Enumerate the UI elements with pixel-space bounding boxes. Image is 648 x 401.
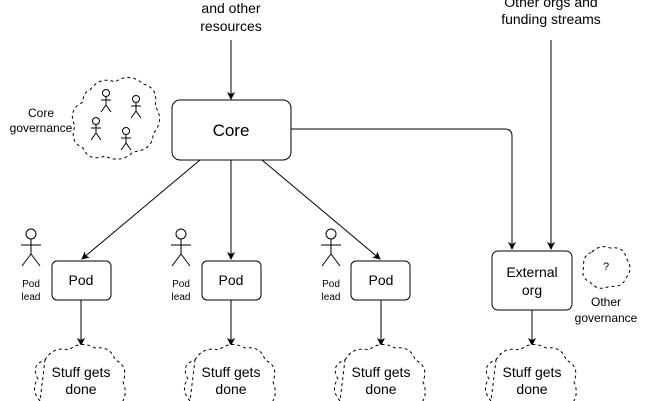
svg-text:Other orgs and: Other orgs and — [504, 0, 597, 10]
svg-text:done: done — [365, 381, 396, 397]
core-to-external-arrow — [291, 128, 516, 250]
svg-text:Pod: Pod — [369, 272, 394, 288]
svg-text:Pod: Pod — [69, 272, 94, 288]
core-to-pod-3-arrow — [261, 159, 381, 260]
svg-text:resources: resources — [200, 18, 261, 34]
svg-text:Stuff gets: Stuff gets — [503, 364, 562, 380]
svg-text:done: done — [516, 381, 547, 397]
core-governance-label: Core governance — [10, 106, 73, 135]
svg-text:External: External — [506, 264, 557, 280]
svg-text:Other: Other — [591, 295, 621, 309]
svg-text:Pod: Pod — [22, 279, 40, 290]
svg-text:?: ? — [603, 261, 609, 273]
svg-text:Stuff gets: Stuff gets — [52, 364, 111, 380]
svg-text:Pod: Pod — [322, 279, 340, 290]
svg-text:lead: lead — [322, 292, 341, 303]
svg-text:governance: governance — [10, 121, 73, 135]
svg-text:done: done — [215, 381, 246, 397]
svg-text:and other: and other — [201, 0, 260, 16]
svg-text:governance: governance — [575, 311, 638, 325]
svg-text:Stuff gets: Stuff gets — [352, 364, 411, 380]
core-governance-cloud — [71, 77, 160, 160]
core-to-pod-1-arrow — [81, 159, 201, 260]
svg-text:Stuff gets: Stuff gets — [202, 364, 261, 380]
top-left-source-label: and other resources — [200, 0, 261, 34]
svg-text:Core: Core — [28, 106, 54, 120]
core-node[interactable]: Core — [171, 99, 292, 161]
svg-text:Pod: Pod — [172, 279, 190, 290]
svg-text:lead: lead — [172, 292, 191, 303]
svg-text:lead: lead — [22, 292, 41, 303]
svg-text:Pod: Pod — [219, 272, 244, 288]
svg-text:funding streams: funding streams — [501, 11, 601, 27]
other-governance-label: Other governance — [575, 295, 638, 325]
svg-text:done: done — [65, 381, 96, 397]
top-right-source-label: Other orgs and funding streams — [501, 0, 601, 27]
other-governance-cloud: ? — [582, 246, 631, 289]
svg-text:org: org — [522, 282, 542, 298]
svg-text:Core: Core — [213, 121, 250, 140]
